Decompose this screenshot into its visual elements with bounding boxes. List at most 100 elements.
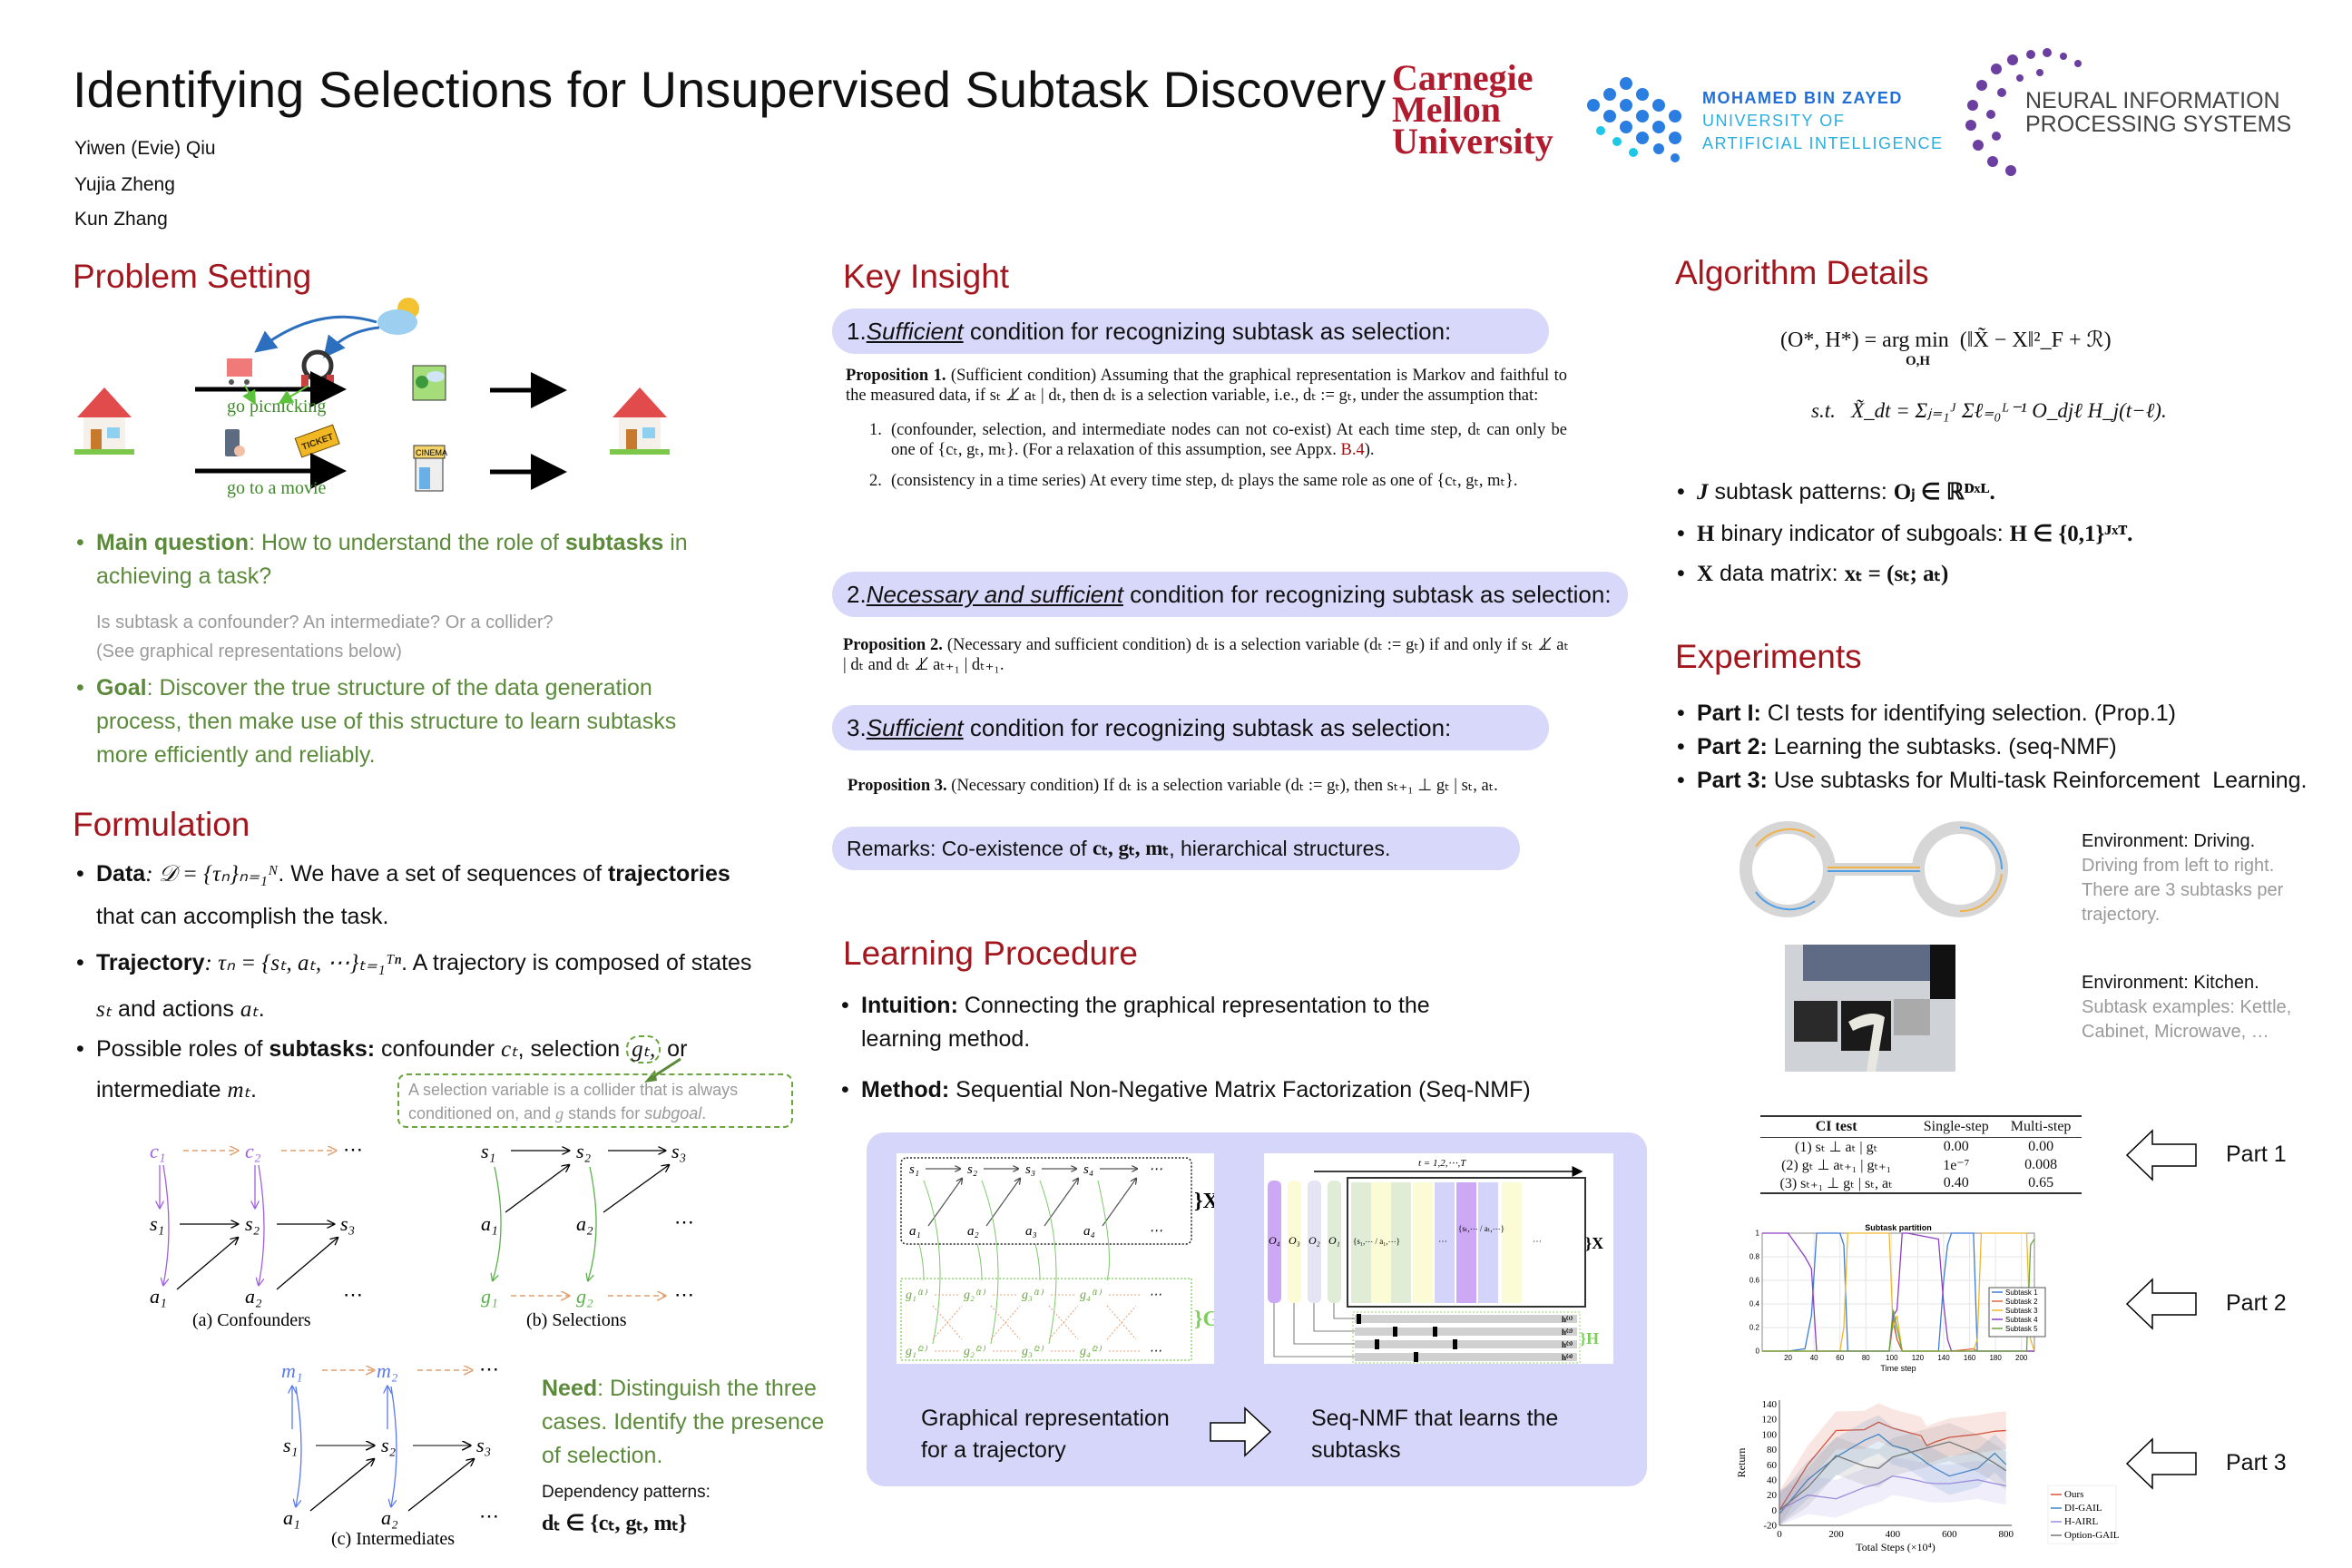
- remarks-text: Remarks: Co-existence of: [847, 836, 1093, 860]
- node-ellipsis: ⋯: [479, 1357, 499, 1380]
- home-end-icon: [610, 387, 670, 455]
- node-s1: s₁: [150, 1212, 164, 1235]
- legend-label: Ours: [2064, 1489, 2083, 1500]
- h-brace: }H: [1580, 1329, 1599, 1348]
- pattern-o3: O₃: [1289, 1234, 1300, 1247]
- item-number: 2.: [869, 472, 882, 490]
- x-tick-label: 40: [1810, 1354, 1818, 1362]
- right-arrow-icon: [1210, 1406, 1272, 1457]
- legend-label: Subtask 1: [2005, 1289, 2038, 1297]
- cmu-logo-line: University: [1392, 121, 1553, 162]
- node-s: s₃: [1025, 1162, 1035, 1177]
- proposition-3: Proposition 3. (Necessary condition) If …: [848, 776, 1592, 796]
- x-tick-label: 200: [2015, 1354, 2028, 1362]
- need-body: : Distinguish the three cases. Identify …: [542, 1376, 825, 1468]
- method-label: Method:: [861, 1077, 950, 1102]
- driving-env-desc: There are 3 subtasks per: [2082, 880, 2284, 900]
- intuition-text: Connecting the graphical representation …: [861, 993, 1430, 1052]
- driving-env-title: Environment: Driving.: [2082, 831, 2256, 851]
- legend-label: Subtask 2: [2005, 1298, 2038, 1306]
- legend-label: DI-GAIL: [2064, 1503, 2102, 1514]
- legend-label: Subtask 4: [2005, 1316, 2038, 1324]
- series-band: [1779, 1415, 2006, 1525]
- selection-symbol: gₜ,: [626, 1035, 662, 1063]
- kitchen-env-desc: Subtask examples: Kettle,: [2082, 997, 2292, 1017]
- node-s: s₁: [909, 1162, 919, 1177]
- node-g2: g₄⁽²⁾: [1080, 1345, 1102, 1358]
- x-tick-label: 400: [1886, 1529, 1901, 1540]
- chart-title: Subtask partition: [1865, 1223, 1932, 1232]
- main-question: Main question: How to understand the rol…: [76, 526, 731, 593]
- node-a1: a₁: [481, 1212, 498, 1235]
- algorithm-bullet: J subtask patterns: Oⱼ ∈ ℝᴰˣᴸ.: [1677, 472, 1995, 513]
- pill-number: 3.: [847, 713, 867, 741]
- graph-intermediates: m₁ m₂ ⋯ s₁ s₂ s₃ a₁ a₂ ⋯ (c) Intermediat…: [281, 1357, 499, 1549]
- node-g1: g₄⁽¹⁾: [1080, 1289, 1102, 1302]
- column-ellipsis: ⋯: [1438, 1237, 1447, 1247]
- node-a2: a₂: [245, 1285, 262, 1308]
- route-bottom-label: go to a movie: [227, 478, 327, 498]
- node-a2: a₂: [576, 1212, 593, 1235]
- x-tick-label: 600: [1942, 1529, 1957, 1540]
- mbzuai-logo: MOHAMED BIN ZAYED UNIVERSITY OF ARTIFICI…: [1575, 69, 1956, 169]
- subquestion-line: (See graphical representations below): [96, 642, 402, 662]
- objective-equation: (O*, H*) = arg min (‖X̃ − X‖²_F + ℛ): [1780, 328, 2112, 352]
- y-tick-label: 0: [1756, 1348, 1760, 1356]
- left-arrow-icon: [2125, 1437, 2197, 1490]
- callout-text: stands for: [564, 1104, 645, 1122]
- column-header: Multi-step: [2010, 1119, 2072, 1134]
- y-tick-label: 0: [1772, 1505, 1778, 1516]
- main-question-label: Main question: [96, 530, 250, 555]
- x-axis-label: Total Steps (×10⁴): [1856, 1541, 1935, 1553]
- dependency-math: dₜ ∈ {cₜ, gₜ, mₜ}: [542, 1512, 688, 1535]
- caption-graphical-representation: Graphical representation for a trajector…: [921, 1406, 1170, 1463]
- node-s3: s₃: [476, 1434, 491, 1456]
- formulation-heading: Formulation: [73, 806, 250, 843]
- data-math: : 𝒟 = {τₙ}ₙ₌₁ᴺ: [145, 862, 279, 887]
- data-bold: trajectories: [607, 861, 730, 887]
- item-text: (consistency in a time series) At every …: [891, 472, 1518, 490]
- y-tick-label: 80: [1767, 1445, 1778, 1455]
- node-s: ⋯: [1149, 1162, 1162, 1177]
- weather-icon: [377, 298, 419, 335]
- cinema-icon: CINEMA: [413, 445, 447, 492]
- left-arrow-icon: [2125, 1278, 2197, 1330]
- main-question-bold: subtasks: [564, 530, 664, 555]
- bullet-math: xₜ = (sₜ; aₜ): [1844, 562, 1949, 586]
- problem-figure: go picnicking TICKET go to a movie CINEM…: [74, 298, 670, 498]
- node-a: a₂: [967, 1224, 979, 1239]
- main-question-text-end: in achieving a task?: [96, 530, 688, 589]
- appendix-link[interactable]: B.4: [1340, 441, 1365, 459]
- driving-env-desc: Driving from left to right.: [2082, 856, 2275, 876]
- pill-text: condition for recognizing subtask as sel…: [1122, 580, 1612, 608]
- shopping-cart-icon: [227, 358, 252, 385]
- x-tick-label: 120: [1912, 1354, 1925, 1362]
- mbzuai-dots-icon: [1587, 77, 1681, 162]
- period: .: [701, 1104, 707, 1122]
- y-tick-label: -20: [1763, 1521, 1777, 1532]
- author-3: Kun Zhang: [74, 209, 168, 230]
- author-1: Yiwen (Evie) Qiu: [74, 138, 216, 159]
- part-label: Part 3:: [1697, 768, 1768, 793]
- subquestion-line: Is subtask a confounder? An intermediate…: [96, 612, 554, 632]
- node-s3: s₃: [671, 1140, 686, 1162]
- node-ellipsis: ⋯: [479, 1504, 499, 1527]
- proposition-2: Proposition 2. (Necessary and sufficient…: [843, 635, 1569, 675]
- condition-pill-3: 3. Sufficient condition for recognizing …: [832, 705, 1549, 750]
- cmu-logo-line: Mellon: [1392, 89, 1501, 130]
- trajectory-label: Trajectory: [96, 950, 205, 975]
- intuition-bullet: Intuition: Connecting the graphical repr…: [841, 989, 1514, 1056]
- objective-subscript: O,H: [1906, 354, 1931, 368]
- table-cell: 0.40: [1943, 1175, 1969, 1191]
- trajectory-text: . A trajectory is composed of states: [401, 950, 752, 975]
- roles-text: intermediate: [96, 1077, 228, 1102]
- intuition-label: Intuition:: [861, 993, 958, 1018]
- pill-emphasis: Necessary and sufficient: [866, 580, 1123, 608]
- node-g1: g₃⁽¹⁾: [1022, 1289, 1044, 1302]
- legend-label: Option-GAIL: [2064, 1530, 2119, 1541]
- roles-text: or: [661, 1036, 688, 1062]
- remarks-text: , hierarchical structures.: [1169, 836, 1391, 860]
- roles-text: Possible roles of: [96, 1036, 270, 1062]
- constraint-equation: s.t. X̃_dt = Σⱼ₌₁ᴶ Σℓ₌₀ᴸ⁻¹ O_djℓ H_j(t−ℓ…: [1811, 399, 2167, 422]
- node-g1: g₂⁽¹⁾: [964, 1289, 986, 1302]
